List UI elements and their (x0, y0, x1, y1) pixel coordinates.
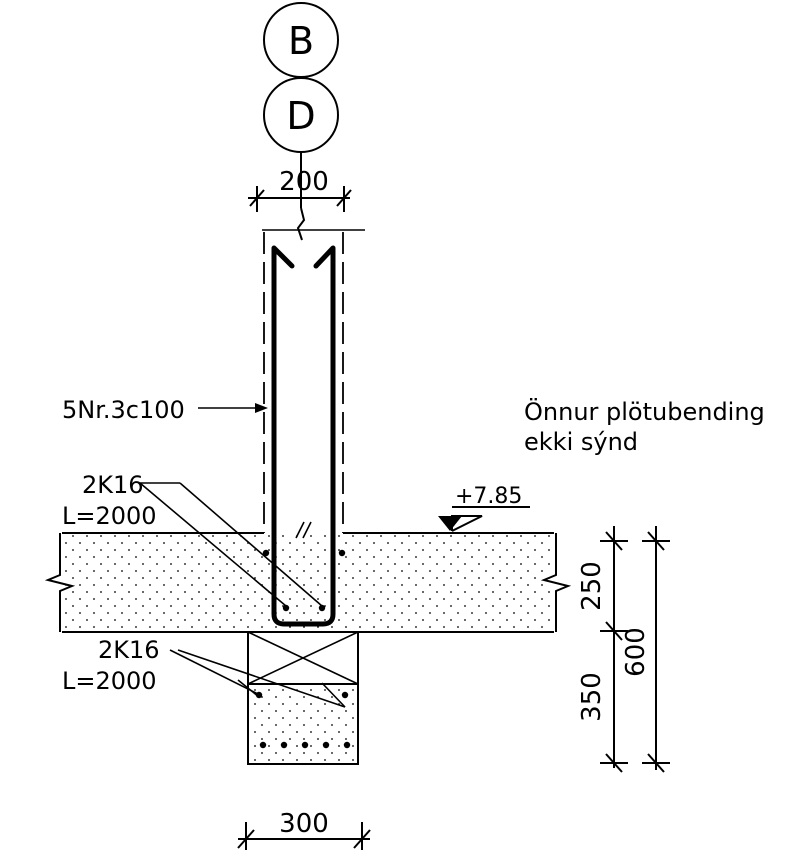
total-depth-dimension: 600 (621, 526, 670, 773)
footing-bars-count-label: 2K16 (98, 636, 160, 664)
slab-bars-count-label: 2K16 (82, 471, 144, 499)
footing-section (247, 631, 359, 765)
total-depth-label: 600 (621, 627, 651, 677)
slab-bars-leaders (139, 482, 323, 607)
footing-width-dimension: 300 (237, 809, 371, 850)
slab-bars-length-label: L=2000 (62, 502, 157, 530)
wall-width-dimension: 200 (248, 167, 352, 212)
grid-bubble-b: B (263, 2, 339, 78)
footing-width-label: 300 (279, 809, 329, 839)
footing-bars-length-label: L=2000 (62, 667, 157, 695)
slab-bar-dots (262, 549, 346, 612)
level-label: +7.85 (455, 484, 522, 509)
footing-depth-label: 350 (577, 672, 607, 722)
note-line-1: Önnur plötubending (524, 397, 765, 426)
grid-bubble-d: D (263, 77, 339, 153)
slab-depth-dimension: 250 350 (577, 526, 628, 773)
level-marker: +7.85 (438, 484, 530, 532)
wall-outline (262, 229, 365, 533)
slab-section (44, 532, 572, 633)
slab-depth-label: 250 (577, 561, 607, 611)
stirrup-label: 5Nr.3c100 (62, 396, 185, 424)
footing-bar-dots (255, 691, 351, 749)
grid-bubble-d-label: D (286, 94, 315, 138)
wall-width-label: 200 (279, 167, 329, 197)
grid-bubble-b-label: B (288, 19, 314, 63)
footing-bars-leaders (169, 649, 346, 708)
note-line-2: ekki sýnd (524, 428, 638, 456)
